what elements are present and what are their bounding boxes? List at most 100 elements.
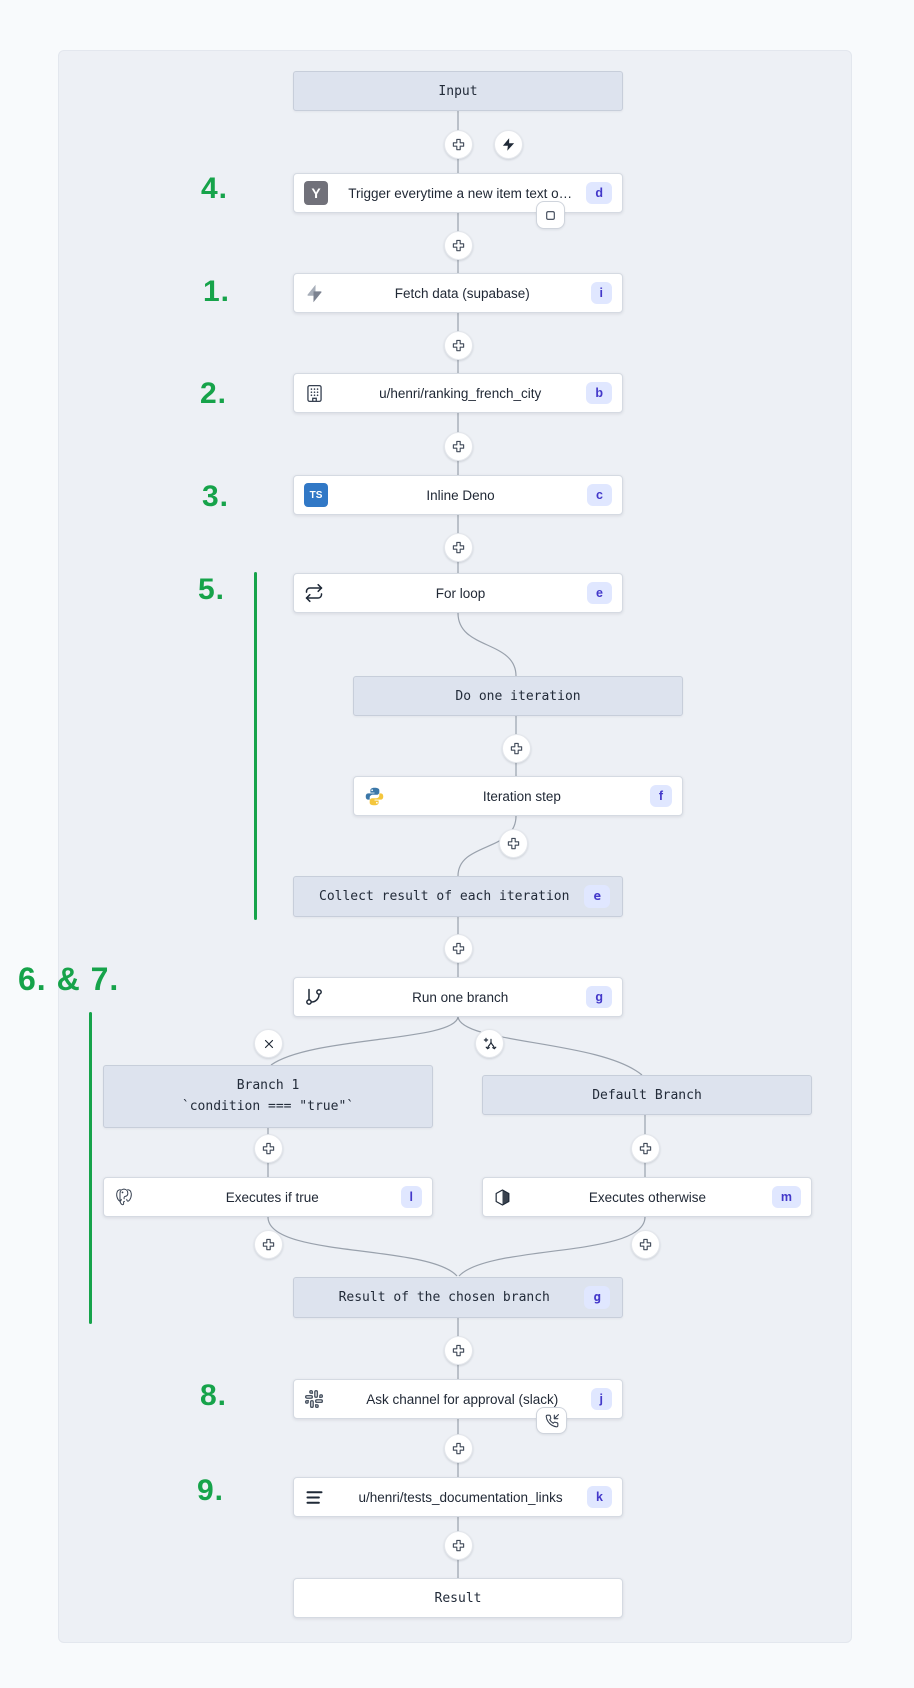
- add-trigger-button[interactable]: [494, 130, 523, 159]
- insert-step-button[interactable]: [499, 829, 528, 858]
- align-left-icon: [304, 1487, 334, 1508]
- suspend-approval-button[interactable]: [536, 1407, 567, 1434]
- default-branch-header[interactable]: Default Branch: [482, 1075, 812, 1115]
- collect-result-label: Collect result of each iteration: [319, 889, 570, 904]
- early-stop-button[interactable]: [536, 201, 565, 229]
- insert-step-button[interactable]: [444, 231, 473, 260]
- annotation-line-for-loop: [254, 572, 257, 920]
- plus-icon: [451, 1343, 466, 1358]
- annotation-step-6-7: 6. & 7.: [18, 961, 120, 997]
- annotation-step-5: 5.: [198, 573, 226, 606]
- plus-icon: [451, 338, 466, 353]
- collect-result-node[interactable]: Collect result of each iteration e: [293, 876, 623, 917]
- plus-icon: [509, 741, 524, 756]
- postgresql-icon: [114, 1187, 144, 1207]
- run-one-branch-step-label: Run one branch: [412, 989, 509, 1005]
- insert-step-button[interactable]: [444, 1434, 473, 1463]
- plus-icon: [451, 1441, 466, 1456]
- step-id-badge: d: [586, 181, 612, 205]
- iteration-step-label: Iteration step: [482, 788, 561, 804]
- typescript-icon: TS: [304, 483, 334, 507]
- hackernews-icon-letter: Y: [304, 181, 328, 205]
- do-one-iteration-node[interactable]: Do one iteration: [353, 676, 683, 716]
- slack-approval-step-label: Ask channel for approval (slack): [366, 1391, 559, 1407]
- step-id-badge: f: [649, 784, 672, 808]
- insert-step-button[interactable]: [444, 331, 473, 360]
- docs-links-step-label: u/henri/tests_documentation_links: [358, 1489, 563, 1505]
- executes-if-true-step-node[interactable]: Executes if true l: [103, 1177, 433, 1217]
- add-branch-icon: [482, 1036, 498, 1052]
- run-one-branch-step-node[interactable]: Run one branch g: [293, 977, 623, 1017]
- insert-step-button[interactable]: [631, 1134, 660, 1163]
- step-id-badge: k: [587, 1485, 612, 1509]
- docs-links-step-node[interactable]: u/henri/tests_documentation_links k: [293, 1477, 623, 1517]
- zap-icon: [501, 137, 516, 152]
- ranking-french-city-step-label: u/henri/ranking_french_city: [379, 385, 542, 401]
- insert-step-button[interactable]: [444, 432, 473, 461]
- insert-step-button[interactable]: [502, 734, 531, 763]
- annotation-line-branches: [89, 1012, 92, 1324]
- slack-approval-step-node[interactable]: Ask channel for approval (slack) j: [293, 1379, 623, 1419]
- plus-icon: [506, 836, 521, 851]
- cube-icon: [493, 1188, 523, 1207]
- insert-step-button[interactable]: [254, 1134, 283, 1163]
- branch-1-header[interactable]: Branch 1 `condition === "true"`: [103, 1065, 433, 1128]
- plus-icon: [451, 238, 466, 253]
- executes-otherwise-step-label: Executes otherwise: [588, 1189, 706, 1205]
- plus-icon: [451, 941, 466, 956]
- executes-otherwise-step-node[interactable]: Executes otherwise m: [482, 1177, 812, 1217]
- annotation-step-1: 1.: [203, 275, 231, 308]
- insert-step-button[interactable]: [444, 533, 473, 562]
- branch-1-title: Branch 1: [236, 1078, 300, 1094]
- result-chosen-branch-node[interactable]: Result of the chosen branch g: [293, 1277, 623, 1318]
- step-id-badge: e: [587, 581, 612, 605]
- annotation-step-3: 3.: [202, 480, 230, 513]
- insert-step-button[interactable]: [444, 130, 473, 159]
- insert-step-button[interactable]: [254, 1230, 283, 1259]
- slack-icon: [304, 1389, 334, 1409]
- iteration-step-node[interactable]: Iteration step f: [353, 776, 683, 816]
- plus-icon: [261, 1237, 276, 1252]
- add-branch-button[interactable]: [475, 1029, 504, 1058]
- insert-step-button[interactable]: [444, 1336, 473, 1365]
- plus-icon: [638, 1237, 653, 1252]
- plus-icon: [638, 1141, 653, 1156]
- result-node[interactable]: Result: [293, 1578, 623, 1618]
- square-icon: [544, 209, 557, 222]
- for-loop-step-node[interactable]: For loop e: [293, 573, 623, 613]
- inline-deno-step-node[interactable]: TS Inline Deno c: [293, 475, 623, 515]
- step-id-badge: l: [400, 1185, 422, 1209]
- inline-deno-step-label: Inline Deno: [426, 487, 495, 503]
- result-node-label: Result: [434, 1590, 482, 1606]
- plus-icon: [451, 1538, 466, 1553]
- flow-canvas: [58, 50, 852, 1643]
- insert-step-button[interactable]: [444, 934, 473, 963]
- step-id-badge: b: [586, 381, 612, 405]
- ranking-french-city-step-node[interactable]: u/henri/ranking_french_city b: [293, 373, 623, 413]
- building-icon: [304, 383, 334, 404]
- result-chosen-branch-label: Result of the chosen branch: [338, 1290, 550, 1305]
- input-node[interactable]: Input: [293, 71, 623, 111]
- trigger-step-node[interactable]: Y Trigger everytime a new item text o… d: [293, 173, 623, 213]
- executes-if-true-step-label: Executes if true: [225, 1189, 319, 1205]
- step-id-badge: g: [586, 985, 612, 1009]
- branch-1-condition: `condition === "true"`: [181, 1098, 355, 1114]
- step-id-badge: c: [587, 483, 612, 507]
- insert-step-button[interactable]: [631, 1230, 660, 1259]
- fetch-data-step-node[interactable]: Fetch data (supabase) i: [293, 273, 623, 313]
- phone-incoming-icon: [545, 1413, 559, 1428]
- fetch-data-step-label: Fetch data (supabase): [394, 285, 530, 301]
- plus-icon: [261, 1141, 276, 1156]
- input-node-label: Input: [438, 83, 478, 99]
- remove-branch-button[interactable]: [254, 1029, 283, 1058]
- hackernews-icon: Y: [304, 181, 334, 205]
- step-id-badge: e: [584, 885, 610, 908]
- step-id-badge: m: [771, 1185, 801, 1209]
- annotation-step-8: 8.: [200, 1379, 228, 1412]
- git-branch-icon: [304, 987, 334, 1007]
- annotation-step-9: 9.: [197, 1474, 225, 1507]
- step-id-badge: g: [584, 1286, 610, 1309]
- for-loop-step-label: For loop: [435, 585, 486, 601]
- typescript-icon-letters: TS: [304, 483, 328, 507]
- insert-step-button[interactable]: [444, 1531, 473, 1560]
